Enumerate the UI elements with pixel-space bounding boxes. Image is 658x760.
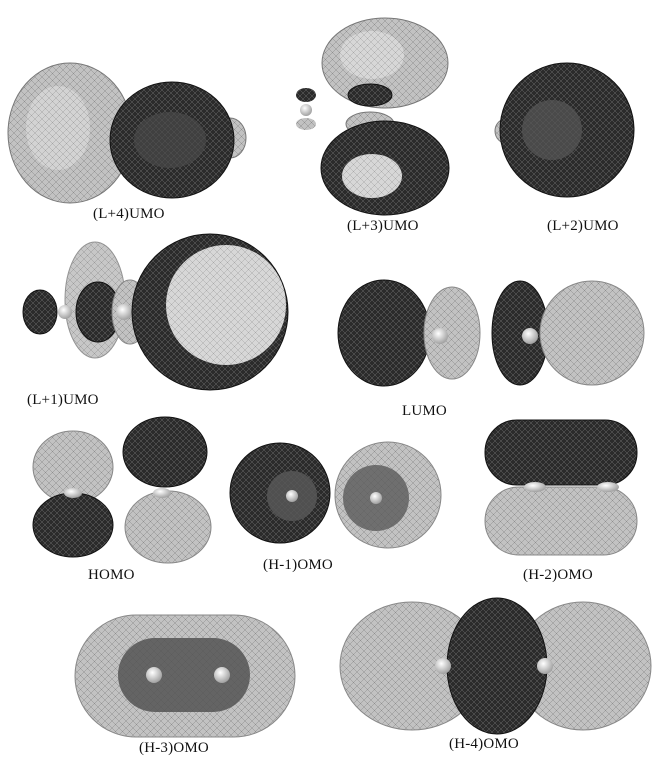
label-l2umo: (L+2)UMO	[547, 218, 619, 235]
label-lumo: LUMO	[402, 403, 447, 420]
orbital-l1umo	[23, 234, 288, 390]
orbital-homo	[33, 417, 211, 563]
orbital-l4umo	[8, 63, 246, 203]
label-homo: HOMO	[88, 567, 135, 584]
orbital-h1omo	[230, 442, 441, 548]
orbital-h4omo	[340, 598, 651, 734]
label-l3umo: (L+3)UMO	[347, 218, 419, 235]
label-h1omo: (H-1)OMO	[263, 557, 333, 574]
label-l4umo: (L+4)UMO	[93, 206, 165, 223]
orbital-l3umo	[296, 18, 449, 215]
label-h2omo: (H-2)OMO	[523, 567, 593, 584]
label-l1umo: (L+1)UMO	[27, 392, 99, 409]
label-h3omo: (H-3)OMO	[139, 740, 209, 757]
label-h4omo: (H-4)OMO	[449, 736, 519, 753]
orbital-h2omo	[485, 420, 637, 555]
orbital-l2umo	[495, 63, 634, 197]
orbital-h3omo	[75, 615, 295, 737]
orbital-lumo	[338, 280, 644, 386]
